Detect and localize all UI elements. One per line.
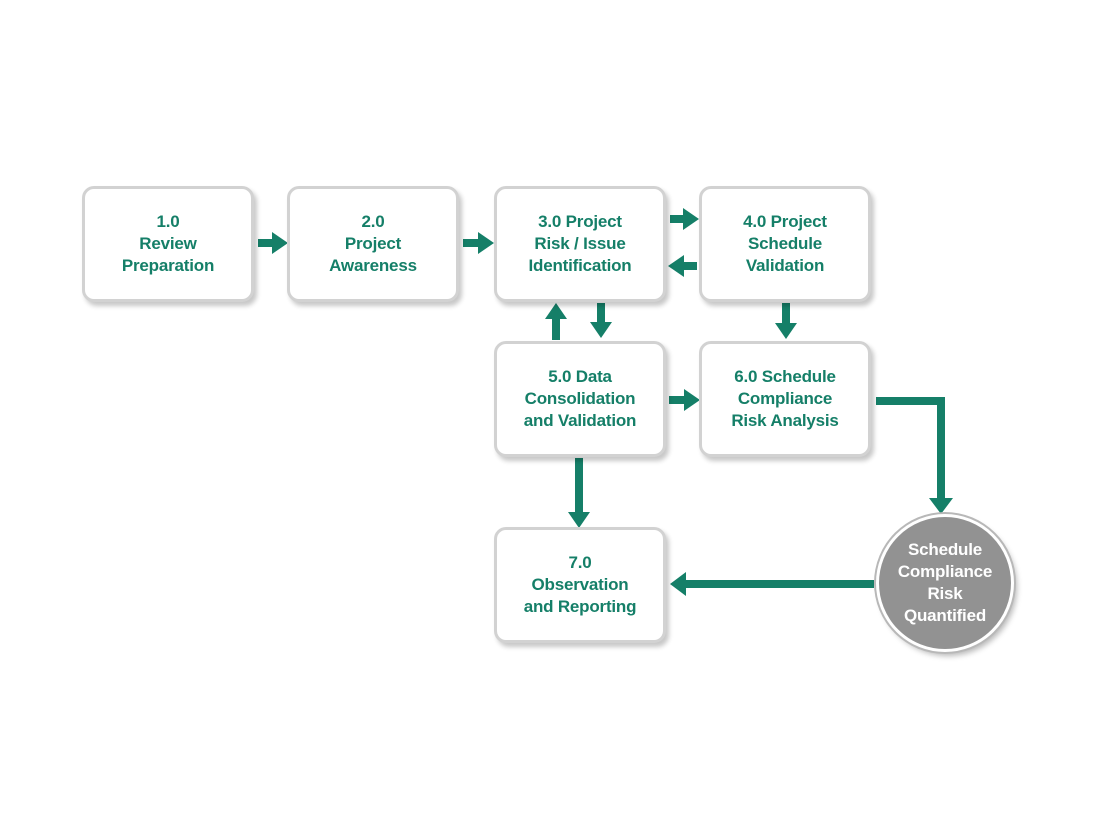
node-label: Project [344,234,402,253]
arrow-result-to-reporting [670,572,874,596]
node-compliance-risk-analysis: 6.0 Schedule Compliance Risk Analysis [699,341,871,457]
arrow-validation-to-identification [668,255,697,277]
arrow-consolidation-to-identification [545,303,567,340]
result-label: Risk [927,584,963,603]
node-label: Identification [528,256,632,275]
node-label: 1.0 [156,212,180,231]
node-label: 4.0 Project [743,212,827,231]
node-label: Awareness [329,256,417,275]
arrow-identification-to-consolidation [590,303,612,338]
node-label: 6.0 Schedule [734,367,836,386]
node-project-awareness: 2.0 Project Awareness [287,186,459,302]
node-label: 5.0 Data [548,367,612,386]
node-label: 3.0 Project [538,212,622,231]
arrow-validation-to-analysis [775,303,797,339]
result-risk-quantified: Schedule Compliance Risk Quantified [876,514,1014,652]
node-label: 2.0 [361,212,385,231]
arrow-awareness-to-identification [463,232,494,254]
arrow-identification-to-validation [670,208,699,230]
node-review-preparation: 1.0 Review Preparation [82,186,254,302]
node-label: and Validation [523,411,637,430]
arrow-consolidation-to-reporting [568,458,590,528]
node-label: Validation [745,256,825,275]
node-risk-issue-identification: 3.0 Project Risk / Issue Identification [494,186,666,302]
result-label: Compliance [897,562,993,581]
node-label: Review [139,234,197,253]
arrow-analysis-to-result [876,397,953,514]
node-label: Consolidation [524,389,636,408]
node-label: Risk / Issue [534,234,626,253]
result-label: Schedule [908,540,982,559]
node-label: 7.0 [568,553,592,572]
node-label: Compliance [737,389,833,408]
node-label: Schedule [748,234,822,253]
node-label: Observation [531,575,629,594]
arrow-review-to-awareness [258,232,288,254]
node-label: and Reporting [523,597,637,616]
node-data-consolidation: 5.0 Data Consolidation and Validation [494,341,666,457]
node-label: Preparation [121,256,215,275]
result-label: Quantified [903,606,987,625]
node-label: Risk Analysis [731,411,839,430]
arrow-consolidation-to-analysis [669,389,700,411]
node-schedule-validation: 4.0 Project Schedule Validation [699,186,871,302]
node-observation-reporting: 7.0 Observation and Reporting [494,527,666,643]
